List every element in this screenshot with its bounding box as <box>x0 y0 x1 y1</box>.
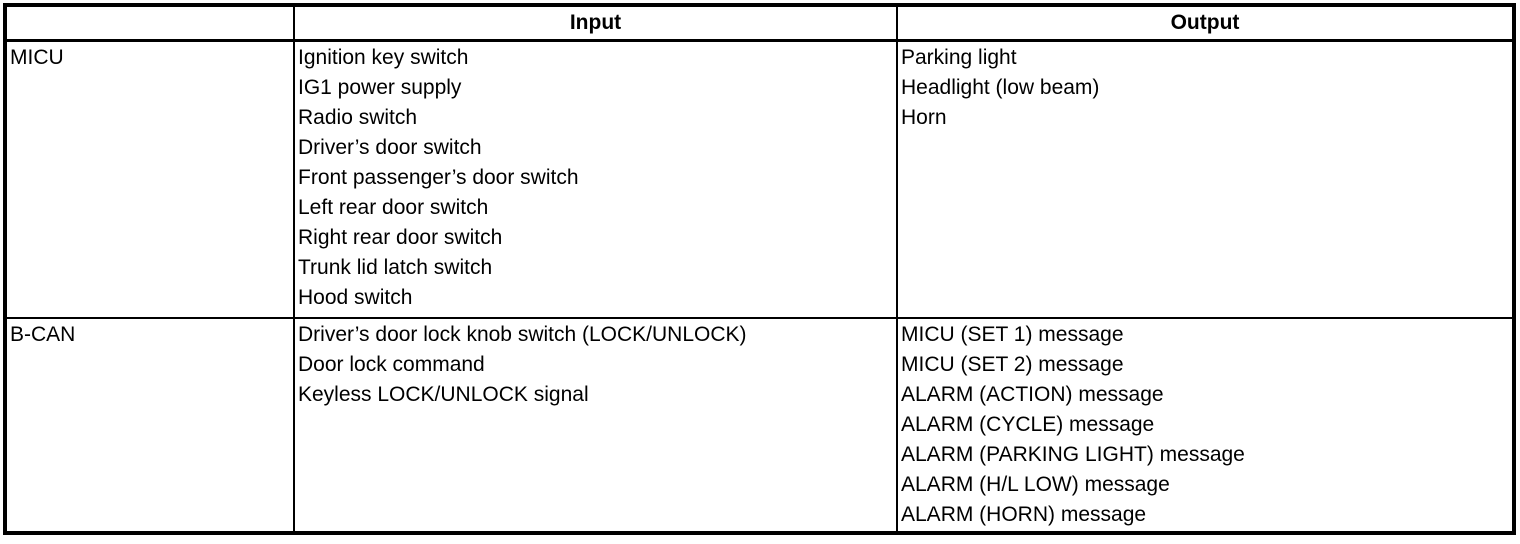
input-line: Hood switch <box>298 286 413 309</box>
input-line: Left rear door switch <box>298 196 489 219</box>
input-line: IG1 power supply <box>298 76 462 99</box>
input-line: Right rear door switch <box>298 226 503 249</box>
column-header-blank <box>4 4 295 42</box>
output-line: MICU (SET 2) message <box>901 352 1124 376</box>
bcan-output-cell: MICU (SET 1) message MICU (SET 2) messag… <box>896 316 1515 534</box>
system-name-micu: MICU <box>4 39 295 319</box>
system-name-bcan: B-CAN <box>4 316 295 534</box>
input-line: Driver’s door switch <box>298 136 482 159</box>
input-line: Ignition key switch <box>298 46 469 69</box>
column-header-input: Input <box>293 4 898 42</box>
output-line: Headlight (low beam) <box>901 76 1100 99</box>
table-row-bcan: B-CAN Driver’s door lock knob switch (LO… <box>4 316 1515 534</box>
column-header-output: Output <box>896 4 1515 42</box>
input-line: Radio switch <box>298 106 418 129</box>
output-line: ALARM (H/L LOW) message <box>901 472 1170 496</box>
micu-input-cell: Ignition key switch IG1 power supply Rad… <box>293 39 898 319</box>
output-line: Horn <box>901 106 947 129</box>
micu-output-cell: Parking light Headlight (low beam) Horn <box>896 39 1515 319</box>
input-line: Trunk lid latch switch <box>298 256 493 279</box>
output-line: ALARM (PARKING LIGHT) message <box>901 442 1245 466</box>
output-line: ALARM (HORN) message <box>901 502 1147 526</box>
input-line: Door lock command <box>298 352 485 376</box>
table-row-micu: MICU Ignition key switch IG1 power suppl… <box>4 39 1515 319</box>
io-signal-table: Input Output MICU Ignition key switch IG… <box>3 3 1516 535</box>
output-line: MICU (SET 1) message <box>901 322 1124 346</box>
bcan-input-cell: Driver’s door lock knob switch (LOCK/UNL… <box>293 316 898 534</box>
header-row: Input Output <box>4 4 1515 42</box>
output-line: Parking light <box>901 46 1017 69</box>
input-line: Keyless LOCK/UNLOCK signal <box>298 382 589 406</box>
output-line: ALARM (ACTION) message <box>901 382 1164 406</box>
output-line: ALARM (CYCLE) message <box>901 412 1155 436</box>
input-line: Front passenger’s door switch <box>298 166 579 189</box>
input-line: Driver’s door lock knob switch (LOCK/UNL… <box>298 322 747 346</box>
